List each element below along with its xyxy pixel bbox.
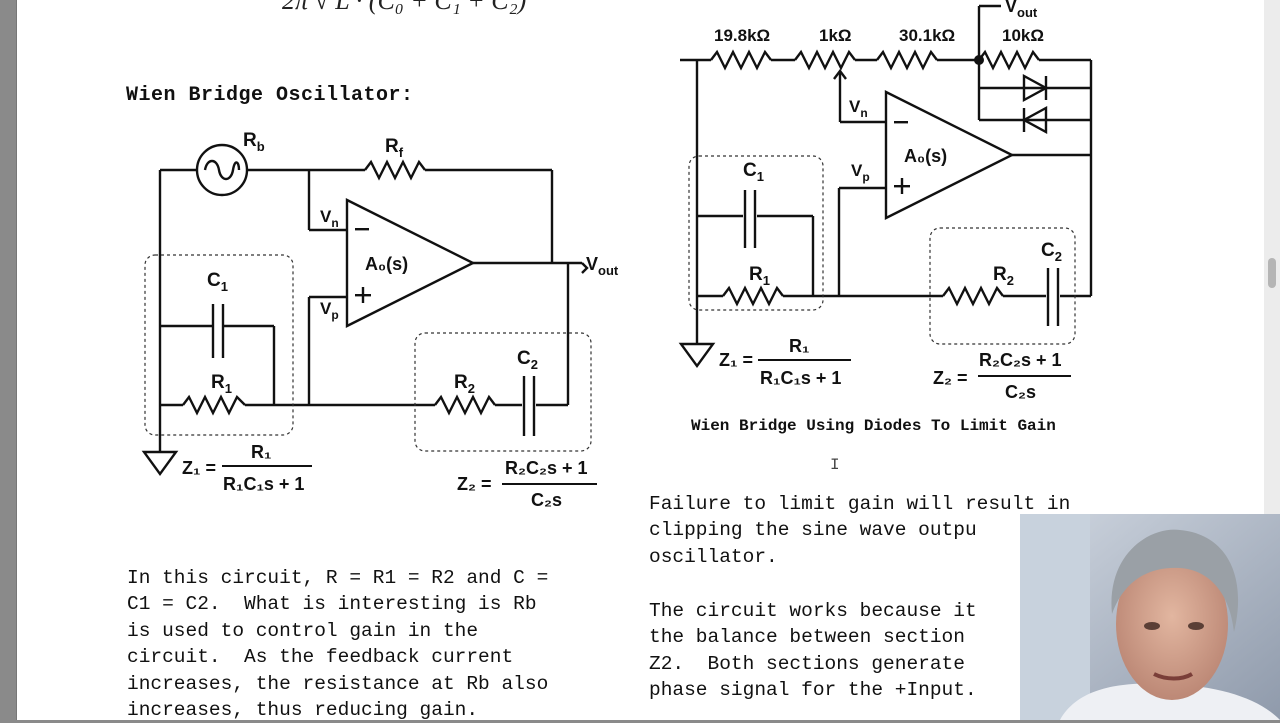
- presenter-video-image: [1020, 514, 1280, 720]
- text-cursor-icon: I: [830, 456, 840, 474]
- label-10k: 10kΩ: [1002, 26, 1044, 45]
- scrollbar-thumb[interactable]: [1268, 258, 1276, 288]
- label-vn: Vn: [320, 207, 339, 230]
- label-c2: C2: [517, 348, 538, 372]
- label-c1-right: C1: [743, 160, 764, 184]
- label-1k: 1kΩ: [819, 26, 852, 45]
- text-line: circuit. As the feedback current: [127, 646, 514, 669]
- text-line: clipping the sine wave outpu: [649, 519, 977, 542]
- label-vp: Vp: [320, 299, 339, 322]
- wien-bridge-circuit-right: 19.8kΩ 1kΩ 30.1kΩ 10kΩ Vout Vn Vp A₀(s) …: [678, 0, 1093, 402]
- text-line: phase signal for the +Input.: [649, 679, 977, 702]
- text-line: oscillator.: [649, 545, 778, 568]
- text-line: Failure to limit gain will result in: [649, 493, 1071, 515]
- label-19-8k: 19.8kΩ: [714, 26, 770, 45]
- text-line: Z2. Both sections generate: [649, 652, 965, 675]
- presenter-webcam-overlay: [1020, 514, 1280, 720]
- z2-lhs: Z₂ =: [457, 474, 492, 494]
- z2-numerator-right: R₂C₂s + 1: [979, 350, 1062, 370]
- z1-lhs: Z₁ =: [182, 458, 216, 478]
- text-line: the balance between section: [649, 626, 965, 649]
- label-r2: R2: [454, 372, 475, 396]
- label-r1: R1: [211, 372, 232, 396]
- wien-bridge-circuit-left: Rb Rf Vn Vp A₀(s) Vout C1 R1 R2 C2 Z₁ = …: [141, 130, 619, 510]
- label-rb: Rb: [243, 130, 265, 154]
- z1-lhs-right: Z₁ =: [719, 350, 753, 370]
- text-line: C1 = C2. What is interesting is Rb: [127, 593, 537, 616]
- z1-denominator: R₁C₁s + 1: [223, 474, 304, 494]
- z1-denominator-right: R₁C₁s + 1: [760, 368, 841, 388]
- label-c1: C1: [207, 270, 228, 294]
- z2-numerator: R₂C₂s + 1: [505, 458, 588, 478]
- right-paragraph-1: Failure to limit gain will result in cli…: [649, 491, 1070, 570]
- label-rf: Rf: [385, 136, 404, 160]
- z1-numerator: R₁: [251, 442, 271, 462]
- text-line: is used to control gain in the: [127, 619, 479, 642]
- label-vout-right: Vout: [1005, 0, 1038, 20]
- left-paragraph: In this circuit, R = R1 = R2 and C = C1 …: [127, 565, 548, 723]
- label-vn-right: Vn: [849, 97, 868, 120]
- label-vout: Vout: [586, 254, 619, 278]
- text-line: increases, the resistance at Rb also: [127, 672, 549, 695]
- z1-numerator-right: R₁: [789, 336, 809, 356]
- section-heading: Wien Bridge Oscillator:: [126, 84, 414, 107]
- label-c2-right: C2: [1041, 240, 1062, 264]
- figure-caption: Wien Bridge Using Diodes To Limit Gain: [691, 417, 1056, 435]
- text-line: The circuit works because it: [649, 600, 977, 622]
- text-line: increases, thus reducing gain.: [127, 699, 479, 722]
- label-r1-right: R1: [749, 264, 770, 288]
- text-line: In this circuit, R = R1 = R2 and C =: [127, 567, 549, 589]
- label-r2-right: R2: [993, 264, 1014, 288]
- label-amp: A₀(s): [365, 254, 408, 274]
- label-vp-right: Vp: [851, 161, 870, 184]
- label-30-1k: 30.1kΩ: [899, 26, 955, 45]
- top-formula-fragment: 2π √ L · (C₀ + C₁ + C₂): [282, 0, 527, 15]
- document-page: 2π √ L · (C₀ + C₁ + C₂) Wien Bridge Osci…: [16, 0, 1266, 723]
- label-amp-right: A₀(s): [904, 146, 947, 166]
- z2-denominator-right: C₂s: [1005, 382, 1036, 402]
- z2-denominator: C₂s: [531, 490, 562, 510]
- right-paragraph-2: The circuit works because it the balance…: [649, 598, 977, 704]
- z2-lhs-right: Z₂ =: [933, 368, 968, 388]
